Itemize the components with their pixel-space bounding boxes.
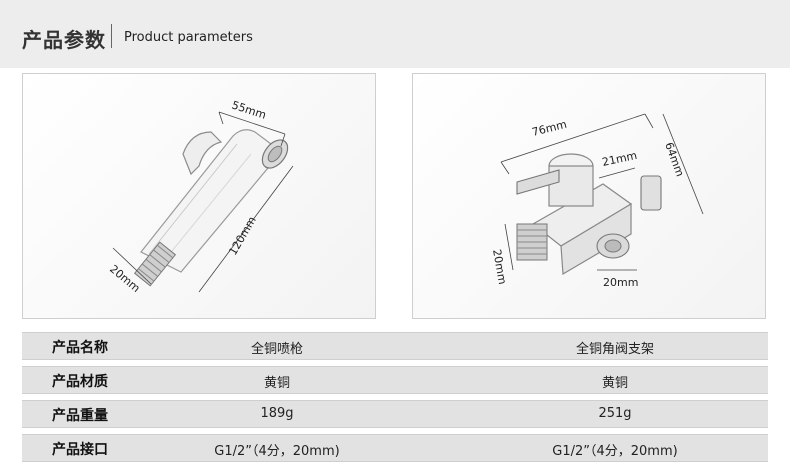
spray-gun-drawing: 55mm 120mm 20mm: [107, 98, 294, 295]
spec-row-name: 产品名称 全铜喷枪 全铜角阀支架: [22, 332, 768, 360]
angle-valve-diagram-panel: 76mm 64mm 21mm 20mm 20mm: [412, 73, 766, 319]
spec-value-angle-valve: G1/2”（4分，20mm): [552, 444, 678, 459]
dimension-lines: [112, 111, 294, 293]
spray-gun-diagram-panel: 55mm 120mm 20mm: [22, 73, 376, 319]
spec-value-spray-gun: 全铜喷枪: [250, 342, 303, 357]
section-header: 产品参数 Product parameters: [0, 0, 790, 68]
dim-width-label: 55mm: [230, 98, 268, 121]
dimension-lines: [500, 113, 704, 271]
dim-handle-label: 21mm: [601, 149, 638, 169]
spec-label: 产品名称: [52, 340, 108, 356]
spec-value-angle-valve: 251g: [598, 406, 632, 421]
angle-valve-image: [516, 153, 662, 276]
dim-thread-label: 20mm: [107, 262, 143, 295]
spec-row-weight: 产品重量 189g 251g: [22, 400, 768, 428]
dim-length-label: 120mm: [226, 214, 258, 257]
spec-label: 产品重量: [52, 408, 108, 424]
section-title: 产品参数: [22, 28, 106, 52]
spec-value-angle-valve: 黄铜: [601, 376, 628, 391]
spec-label: 产品材质: [52, 374, 108, 390]
title-divider: [111, 24, 112, 48]
spec-value-spray-gun: G1/2”（4分，20mm): [214, 444, 340, 459]
spec-label: 产品接口: [52, 442, 108, 458]
spec-value-angle-valve: 全铜角阀支架: [575, 342, 654, 357]
spec-row-material: 产品材质 黄铜 黄铜: [22, 366, 768, 394]
spray-gun-image: [133, 129, 289, 287]
dim-outlet-label: 20mm: [603, 276, 638, 289]
dim-height-label: 64mm: [662, 141, 686, 179]
spec-value-spray-gun: 189g: [260, 406, 294, 421]
section-subtitle: Product parameters: [124, 30, 253, 45]
spec-value-spray-gun: 黄铜: [263, 376, 290, 391]
spec-row-interface: 产品接口 G1/2”（4分，20mm) G1/2”（4分，20mm): [22, 434, 768, 462]
dim-length-label: 76mm: [531, 118, 569, 139]
spec-table: 产品名称 全铜喷枪 全铜角阀支架 产品材质 黄铜 黄铜 产品重量 189g 25…: [22, 332, 768, 468]
angle-valve-drawing: 76mm 64mm 21mm 20mm 20mm: [490, 113, 704, 289]
dim-inlet-label: 20mm: [490, 248, 509, 285]
